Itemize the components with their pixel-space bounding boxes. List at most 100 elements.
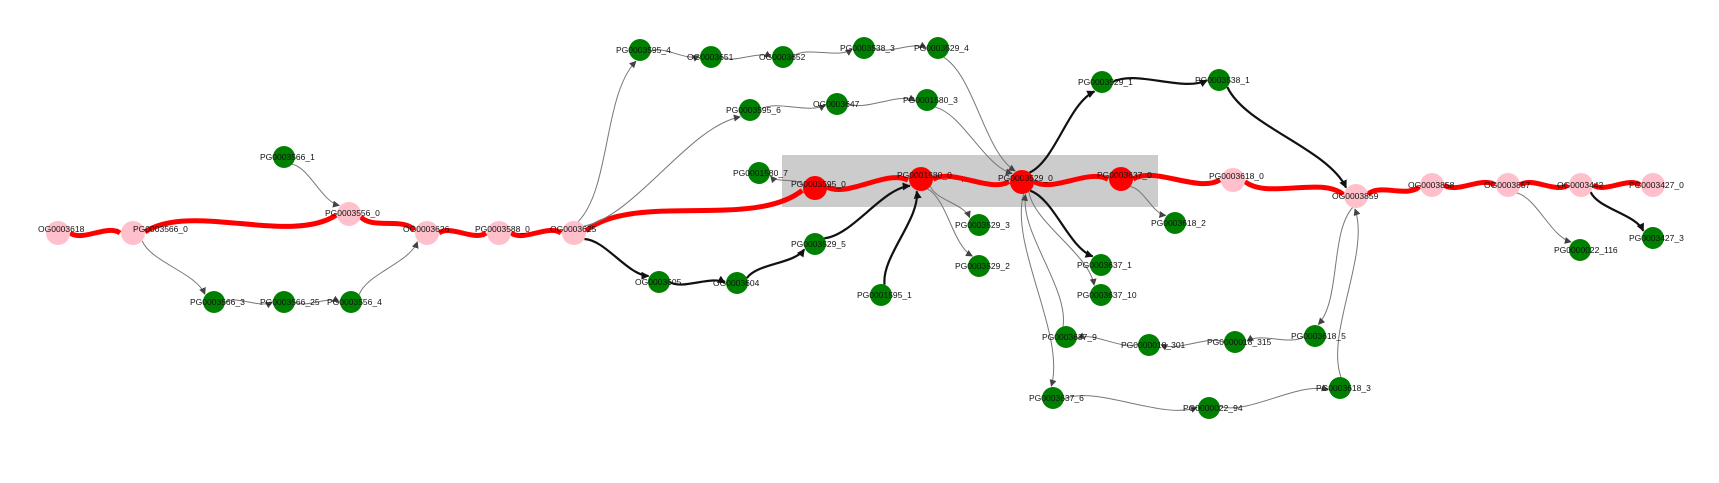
graph-node[interactable]: PG0001580_0 bbox=[897, 167, 952, 191]
graph-node[interactable]: PG0003618_0 bbox=[1209, 168, 1264, 192]
node-circle[interactable] bbox=[748, 162, 770, 184]
node-circle[interactable] bbox=[415, 221, 439, 245]
graph-node[interactable]: PG0003529_3 bbox=[955, 214, 1010, 236]
graph-node[interactable]: PG0003529_2 bbox=[955, 255, 1010, 277]
graph-node[interactable]: OG0003626 bbox=[403, 221, 450, 245]
graph-node[interactable]: PG0003538_3 bbox=[840, 37, 895, 59]
graph-node[interactable]: PG0003637_1 bbox=[1077, 254, 1132, 276]
node-circle[interactable] bbox=[1642, 227, 1664, 249]
node-circle[interactable] bbox=[1641, 173, 1665, 197]
node-circle[interactable] bbox=[968, 255, 990, 277]
node-circle[interactable] bbox=[1109, 167, 1133, 191]
graph-node[interactable]: PG0003566_1 bbox=[260, 146, 315, 168]
graph-node[interactable]: PG0003618_5 bbox=[1291, 325, 1346, 347]
node-circle[interactable] bbox=[772, 46, 794, 68]
node-circle[interactable] bbox=[1304, 325, 1326, 347]
node-circle[interactable] bbox=[1420, 173, 1444, 197]
node-circle[interactable] bbox=[1042, 387, 1064, 409]
edge-n26-n21 bbox=[824, 182, 911, 240]
graph-node[interactable]: OG0003859 bbox=[1332, 184, 1379, 208]
node-circle[interactable] bbox=[648, 271, 670, 293]
graph-node[interactable]: PG0003637_6 bbox=[1029, 387, 1084, 409]
graph-node[interactable]: PG0003588_0 bbox=[475, 221, 530, 245]
node-circle[interactable] bbox=[629, 39, 651, 61]
node-circle[interactable] bbox=[826, 93, 848, 115]
node-circle[interactable] bbox=[1496, 173, 1520, 197]
graph-node[interactable]: PG0003637_9 bbox=[1042, 326, 1097, 348]
node-label: OG0003857 bbox=[1484, 180, 1531, 190]
node-circle[interactable] bbox=[1569, 239, 1591, 261]
graph-node[interactable]: PG0003529_4 bbox=[914, 37, 969, 59]
graph-node[interactable]: OG0003604 bbox=[713, 272, 760, 294]
node-circle[interactable] bbox=[1329, 377, 1351, 399]
graph-node[interactable]: OG0003652 bbox=[759, 46, 806, 68]
node-circle[interactable] bbox=[1198, 397, 1220, 419]
graph-node[interactable]: PG0003538_1 bbox=[1195, 69, 1250, 91]
node-circle[interactable] bbox=[1221, 168, 1245, 192]
graph-node[interactable]: PG0003637_10 bbox=[1077, 284, 1137, 306]
graph-node[interactable]: PG0003618_3 bbox=[1316, 377, 1371, 399]
graph-node[interactable]: PG0000022_116 bbox=[1554, 239, 1618, 261]
graph-node[interactable]: PG0003556_0 bbox=[325, 202, 380, 226]
node-circle[interactable] bbox=[916, 89, 938, 111]
node-circle[interactable] bbox=[1569, 173, 1593, 197]
graph-node[interactable]: PG0000022_94 bbox=[1183, 397, 1243, 419]
node-circle[interactable] bbox=[337, 202, 361, 226]
node-circle[interactable] bbox=[562, 221, 586, 245]
node-circle[interactable] bbox=[487, 221, 511, 245]
node-circle[interactable] bbox=[803, 176, 827, 200]
node-circle[interactable] bbox=[1344, 184, 1368, 208]
graph-node[interactable]: OG0003651 bbox=[687, 46, 734, 68]
graph-node[interactable]: PG0003529_1 bbox=[1078, 71, 1133, 93]
node-circle[interactable] bbox=[700, 46, 722, 68]
graph-node[interactable]: PG0001595_1 bbox=[857, 284, 912, 306]
graph-node[interactable]: PG0003595_4 bbox=[616, 39, 671, 61]
node-circle[interactable] bbox=[804, 233, 826, 255]
graph-node[interactable]: PG0003595_0 bbox=[791, 176, 846, 200]
graph-node[interactable]: OG0003618 bbox=[38, 221, 85, 245]
node-circle[interactable] bbox=[853, 37, 875, 59]
node-circle[interactable] bbox=[340, 291, 362, 313]
graph-node[interactable]: PG0003427_3 bbox=[1629, 227, 1684, 249]
graph-node[interactable]: OG0003625 bbox=[550, 221, 597, 245]
graph-node[interactable]: PG0001580_3 bbox=[903, 89, 958, 111]
node-circle[interactable] bbox=[909, 167, 933, 191]
node-circle[interactable] bbox=[1138, 334, 1160, 356]
graph-node[interactable]: PG0000018_315 bbox=[1207, 331, 1272, 353]
node-circle[interactable] bbox=[1010, 170, 1034, 194]
node-circle[interactable] bbox=[1208, 69, 1230, 91]
graph-node[interactable]: OG0003605 bbox=[635, 271, 682, 293]
graph-node[interactable]: PG0003618_2 bbox=[1151, 212, 1206, 234]
graph-node[interactable]: OG0003647 bbox=[813, 93, 860, 115]
node-circle[interactable] bbox=[968, 214, 990, 236]
graph-node[interactable]: PG0003566_3 bbox=[190, 291, 245, 313]
graph-node[interactable]: PG0003566_25 bbox=[260, 291, 320, 313]
graph-node[interactable]: OG0003858 bbox=[1408, 173, 1455, 197]
node-circle[interactable] bbox=[203, 291, 225, 313]
node-circle[interactable] bbox=[273, 146, 295, 168]
node-circle[interactable] bbox=[1090, 254, 1112, 276]
node-circle[interactable] bbox=[121, 221, 145, 245]
node-circle[interactable] bbox=[927, 37, 949, 59]
graph-node[interactable]: PG0003637_0 bbox=[1097, 167, 1152, 191]
graph-node[interactable]: OG0003857 bbox=[1484, 173, 1531, 197]
node-circle[interactable] bbox=[739, 99, 761, 121]
node-circle[interactable] bbox=[870, 284, 892, 306]
node-circle[interactable] bbox=[1090, 284, 1112, 306]
graph-node[interactable]: PG0003595_6 bbox=[726, 99, 781, 121]
graph-node[interactable]: PG0003427_0 bbox=[1629, 173, 1684, 197]
node-circle[interactable] bbox=[726, 272, 748, 294]
graph-node[interactable]: PG0003566_0 bbox=[121, 221, 188, 245]
graph-node[interactable]: PG0000018_301 bbox=[1121, 334, 1186, 356]
node-circle[interactable] bbox=[1055, 326, 1077, 348]
node-circle[interactable] bbox=[1224, 331, 1246, 353]
node-circle[interactable] bbox=[1091, 71, 1113, 93]
graph-node[interactable]: PG0003529_5 bbox=[791, 233, 846, 255]
node-circle[interactable] bbox=[1164, 212, 1186, 234]
node-circle[interactable] bbox=[273, 291, 295, 313]
graph-node[interactable]: PG0003556_4 bbox=[327, 291, 382, 313]
graph-node[interactable]: PG0003529_0 bbox=[998, 170, 1053, 194]
graph-node[interactable]: OG0003442 bbox=[1557, 173, 1604, 197]
graph-node[interactable]: PG0001580_7 bbox=[733, 162, 788, 184]
node-circle[interactable] bbox=[46, 221, 70, 245]
